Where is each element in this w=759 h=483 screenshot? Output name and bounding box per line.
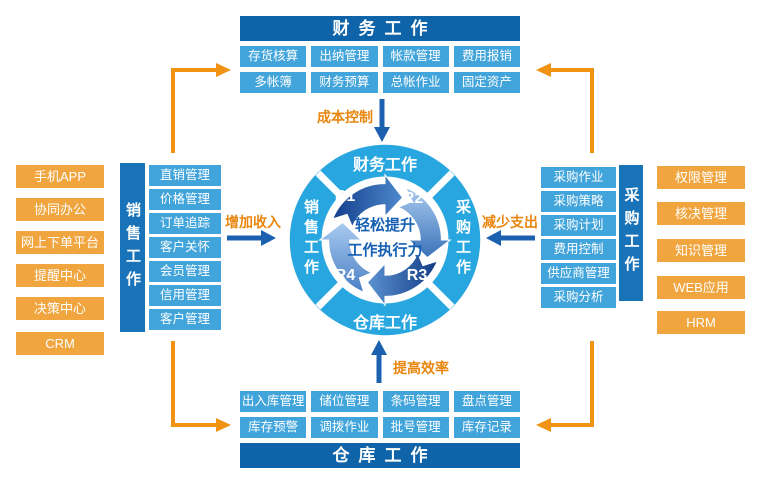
module-web-app: WEB应用 bbox=[657, 276, 745, 299]
hub-slogan: 轻松提升 工作执行力 bbox=[288, 213, 482, 263]
finance-section-header: 财务工作 bbox=[240, 16, 520, 41]
procurement-item: 采购策略 bbox=[541, 191, 616, 212]
finance-row-2: 多帐簿 财务预算 总帐作业 固定资产 bbox=[240, 72, 520, 93]
module-reminder-center: 提醒中心 bbox=[16, 264, 104, 287]
cycle-arrow-top-icon bbox=[331, 173, 404, 229]
procurement-item: 采购分析 bbox=[541, 287, 616, 308]
module-mobile-app: 手机APP bbox=[16, 165, 104, 188]
sales-item: 直销管理 bbox=[149, 165, 221, 186]
right-arrow-icon bbox=[261, 230, 276, 246]
flow-label-cost-control: 成本控制 bbox=[317, 109, 373, 125]
cycle-step-r4: R4 bbox=[334, 267, 356, 284]
warehouse-item: 出入库管理 bbox=[240, 391, 307, 412]
cycle-arrow-bottom-icon bbox=[366, 251, 439, 307]
elbow-arrow-top-right-icon bbox=[551, 68, 594, 153]
procurement-section-bar: 采购工作 bbox=[619, 165, 643, 301]
up-arrow-icon bbox=[371, 340, 387, 355]
hub-slogan-line2: 工作执行力 bbox=[347, 242, 423, 259]
elbow-arrow-bottom-left-icon bbox=[171, 341, 216, 427]
warehouse-item: 库存预警 bbox=[240, 417, 307, 438]
arrowhead-left-icon bbox=[536, 63, 551, 77]
hub-quadrant-procurement: 采购工作 bbox=[454, 199, 471, 279]
sales-item: 订单追踪 bbox=[149, 213, 221, 234]
hub-quadrant-warehouse: 仓库工作 bbox=[352, 315, 417, 332]
finance-item: 费用报销 bbox=[453, 46, 520, 67]
finance-item: 帐款管理 bbox=[382, 46, 449, 67]
sales-section-bar: 销售工作 bbox=[120, 163, 145, 332]
left-arrow-icon bbox=[486, 230, 501, 246]
hub-quadrant-sales: 销售工作 bbox=[302, 199, 319, 279]
warehouse-row-2: 库存预警 调拨作业 批号管理 库存记录 bbox=[240, 417, 520, 438]
arrowhead-right-icon bbox=[216, 418, 231, 432]
flow-label-reduce-expense: 减少支出 bbox=[482, 214, 538, 230]
warehouse-item: 批号管理 bbox=[382, 417, 449, 438]
sales-item: 客户关怀 bbox=[149, 237, 221, 258]
cycle-hub-graphic bbox=[289, 144, 481, 336]
sales-item: 客户管理 bbox=[149, 309, 221, 330]
cycle-step-r2: R2 bbox=[402, 190, 424, 207]
sales-item: 价格管理 bbox=[149, 189, 221, 210]
warehouse-section-header: 仓库工作 bbox=[240, 443, 520, 468]
finance-item: 财务预算 bbox=[311, 72, 378, 93]
cycle-arrow-right-icon bbox=[396, 186, 452, 259]
warehouse-item: 储位管理 bbox=[311, 391, 378, 412]
finance-item: 出纳管理 bbox=[311, 46, 378, 67]
central-cycle-hub: 财务工作 仓库工作 销售工作 采购工作 R1 R2 R3 R4 轻松提升 工作执… bbox=[288, 143, 482, 337]
flow-label-increase-revenue: 增加收入 bbox=[225, 214, 281, 230]
finance-item: 存货核算 bbox=[240, 46, 307, 67]
hub-slogan-line1: 轻松提升 bbox=[354, 217, 415, 234]
warehouse-item: 调拨作业 bbox=[311, 417, 378, 438]
finance-item: 多帐簿 bbox=[240, 72, 307, 93]
procurement-item: 采购计划 bbox=[541, 215, 616, 236]
procurement-item: 费用控制 bbox=[541, 239, 616, 260]
finance-item: 总帐作业 bbox=[382, 72, 449, 93]
flow-label-improve-efficiency: 提高效率 bbox=[393, 360, 449, 376]
module-crm: CRM bbox=[16, 332, 104, 355]
warehouse-item: 条码管理 bbox=[382, 391, 449, 412]
sales-item: 会员管理 bbox=[149, 261, 221, 282]
hub-quadrant-finance: 财务工作 bbox=[352, 157, 417, 174]
module-decision-center: 决策中心 bbox=[16, 297, 104, 320]
module-permissions: 权限管理 bbox=[657, 166, 745, 189]
elbow-arrow-top-left-icon bbox=[171, 68, 216, 153]
module-online-order: 网上下单平台 bbox=[16, 231, 104, 254]
module-hrm: HRM bbox=[657, 311, 745, 334]
cycle-arrow-left-icon bbox=[318, 221, 374, 294]
procurement-item: 供应商管理 bbox=[541, 263, 616, 284]
module-collaboration: 协同办公 bbox=[16, 198, 104, 221]
module-approval: 核决管理 bbox=[657, 202, 745, 225]
cycle-step-r3: R3 bbox=[406, 267, 428, 284]
sales-item: 信用管理 bbox=[149, 285, 221, 306]
warehouse-item: 库存记录 bbox=[453, 417, 520, 438]
cycle-arrows bbox=[318, 173, 452, 307]
down-arrow-icon bbox=[374, 127, 390, 142]
finance-item: 固定资产 bbox=[453, 72, 520, 93]
module-knowledge: 知识管理 bbox=[657, 239, 745, 262]
finance-row-1: 存货核算 出纳管理 帐款管理 费用报销 bbox=[240, 46, 520, 67]
warehouse-item: 盘点管理 bbox=[453, 391, 520, 412]
elbow-arrow-bottom-right-icon bbox=[551, 341, 594, 427]
arrowhead-right-icon bbox=[216, 63, 231, 77]
arrowhead-left-icon bbox=[536, 418, 551, 432]
warehouse-row-1: 出入库管理 储位管理 条码管理 盘点管理 bbox=[240, 391, 520, 412]
cycle-step-r1: R1 bbox=[334, 188, 356, 205]
procurement-item: 采购作业 bbox=[541, 167, 616, 188]
